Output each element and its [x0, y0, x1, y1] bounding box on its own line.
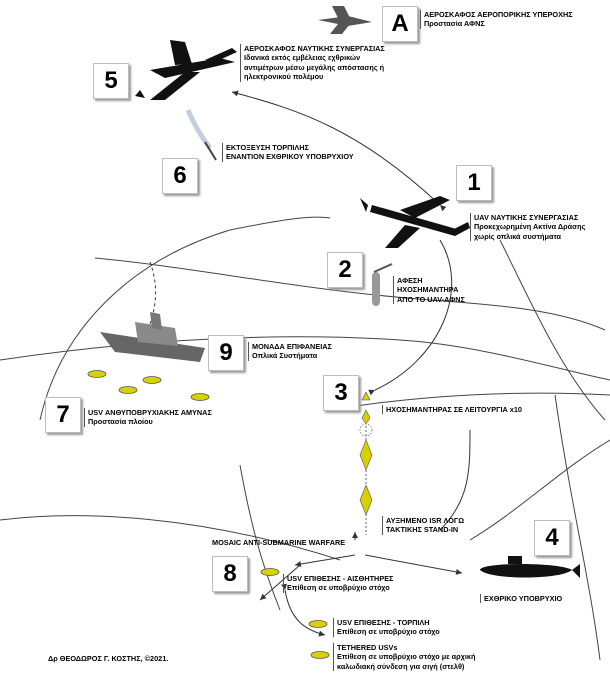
label-tethered-title: TETHERED USVs — [337, 643, 398, 652]
label-torpedo-usv: USV ΕΠΙΘΕΣΗΣ - ΤΟΡΠΙΛΗ Επίθεση σε υποβρύ… — [333, 618, 440, 637]
label-5-title: ΑΕΡΟΣΚΑΦΟΣ ΝΑΥΤΙΚΗΣ ΣΥΝΕΡΓΑΣΙΑΣ — [244, 44, 385, 53]
warship-icon — [100, 312, 205, 362]
step-box-4: 4 — [534, 520, 570, 556]
author-credit-text: Δρ ΘΕΟΔΩΡΟΣ Γ. ΚΟΣΤΗΣ, ©2021. — [48, 654, 169, 663]
step-box-9: 9 — [208, 335, 244, 371]
arrow-isr-bracket — [439, 429, 471, 531]
label-4: ΕΧΘΡΙΚΟ ΥΠΟΒΡΥΧΙΟ — [480, 594, 563, 604]
step-box-1: 1 — [456, 165, 492, 201]
label-3: ΗΧΟΣΗΜΑΝΤΗΡΑΣ ΣΕ ΛΕΙΤΟΥΡΓΙΑ x10 — [382, 405, 522, 415]
label-2-title: ΑΦΕΣΗ — [397, 276, 423, 285]
label-1: UAV ΝΑΥΤΙΚΗΣ ΣΥΝΕΡΓΑΣΙΑΣ Προκεχωρημένη Α… — [470, 213, 586, 242]
label-A-title: ΑΕΡΟΣΚΑΦΟΣ ΑΕΡΟΠΟΡΙΚΗΣ ΥΠΕΡΟΧΗΣ — [424, 10, 573, 19]
label-4-title: ΕΧΘΡΙΚΟ ΥΠΟΒΡΥΧΙΟ — [484, 594, 563, 603]
torpedo-launch-icon — [185, 109, 217, 161]
label-8-title: USV ΕΠΙΘΕΣΗΣ - ΑΙΣΘΗΤΗΡΕΣ — [287, 574, 394, 583]
step-box-3: 3 — [323, 375, 359, 411]
step-box-5: 5 — [93, 63, 129, 99]
label-2: ΑΦΕΣΗ ΗΧΟΣΗΜΑΝΤΗΡΑ ΑΠΟ ΤΟ UAV-ΑΦΝΣ — [393, 276, 465, 305]
label-8-sub: Επίθεση σε υποβρύχιο στόχο — [287, 583, 390, 593]
label-tethered: TETHERED USVs Επίθεση σε υποβρύχιο στόχο… — [333, 643, 476, 672]
label-tethered-sub2: καλωδιακή σύνδεση για σιγή (στελθ) — [337, 661, 465, 671]
label-A-sub: Προστασία ΑΦΝΣ — [424, 19, 485, 29]
label-A: ΑΕΡΟΣΚΑΦΟΣ ΑΕΡΟΠΟΡΙΚΗΣ ΥΠΕΡΟΧΗΣ Προστασί… — [420, 10, 573, 29]
label-1-sub1: Προκεχωρημένη Ακτίνα Δράσης — [474, 222, 586, 232]
arrow-usv-link — [259, 564, 301, 601]
uav-icon — [360, 196, 470, 248]
label-9-title: ΜΟΝΑΔΑ ΕΠΙΦΑΝΕΙΑΣ — [252, 342, 332, 351]
label-tethered-sub1: Επίθεση σε υποβρύχιο στόχο με αρχική — [337, 652, 476, 662]
escort-usv-icons — [87, 370, 210, 401]
step-box-6: 6 — [162, 158, 198, 194]
arrow-to-sub — [364, 554, 463, 575]
step-box-2: 2 — [327, 252, 363, 288]
label-torpedo-usv-sub: Επίθεση σε υποβρύχιο στόχο — [337, 627, 440, 637]
patrol-aircraft-icon — [135, 40, 237, 100]
label-5-sub1: Ιδανικά εκτός εμβέλειας εχθρικών — [244, 53, 361, 63]
label-3-title: ΗΧΟΣΗΜΑΝΤΗΡΑΣ ΣΕ ΛΕΙΤΟΥΡΓΙΑ x10 — [386, 405, 522, 414]
label-2-sub1: ΗΧΟΣΗΜΑΝΤΗΡΑ — [397, 285, 459, 295]
label-8: USV ΕΠΙΘΕΣΗΣ - ΑΙΣΘΗΤΗΡΕΣ Επίθεση σε υπο… — [283, 574, 393, 593]
label-isr-line2: ΤΑΚΤΙΚΗΣ STAND-IN — [386, 525, 459, 535]
arrow-usv-to-torpedo — [281, 583, 326, 637]
step-box-7: 7 — [45, 397, 81, 433]
label-1-sub2: χωρίς οπλικά συστήματα — [474, 231, 562, 241]
label-6: ΕΚΤΟΞΕΥΣΗ ΤΟΡΠΙΛΗΣ ΕΝΑΝΤΙΟΝ ΕΧΘΡΙΚΟΥ ΥΠΟ… — [222, 143, 354, 162]
label-torpedo-usv-title: USV ΕΠΙΘΕΣΗΣ - ΤΟΡΠΙΛΗ — [337, 618, 430, 627]
label-5-sub2: αντιμέτρων μέσω μεγάλης απόστασης ή — [244, 62, 385, 72]
author-credit: Δρ ΘΕΟΔΩΡΟΣ Γ. ΚΟΣΤΗΣ, ©2021. — [48, 654, 168, 663]
label-6-title: ΕΚΤΟΞΕΥΣΗ ΤΟΡΠΙΛΗΣ — [226, 143, 309, 152]
label-2-sub2: ΑΠΟ ΤΟ UAV-ΑΦΝΣ — [397, 294, 465, 304]
label-9: ΜΟΝΑΔΑ ΕΠΙΦΑΝΕΙΑΣ Οπλικά Συστήματα — [248, 342, 332, 361]
label-6-sub: ΕΝΑΝΤΙΟΝ ΕΧΘΡΙΚΟΥ ΥΠΟΒΡΥΧΙΟΥ — [226, 152, 354, 162]
step-box-8: 8 — [212, 556, 248, 592]
label-mosaic-text: MOSAIC ANTI-SUBMARINE WARFARE — [212, 538, 346, 547]
arrow-uav-to-aircraft — [231, 90, 447, 212]
step-box-A: A — [382, 6, 418, 42]
arrow-to-usv8 — [294, 554, 356, 567]
sonobuoy-drop-icon — [372, 263, 393, 306]
attack-usv-icons — [260, 568, 330, 659]
arrow-buoy-to-uav — [368, 239, 453, 396]
label-5-sub3: ηλεκτρονικού πολέμου — [244, 72, 324, 82]
label-mosaic: MOSAIC ANTI-SUBMARINE WARFARE — [212, 538, 345, 547]
fighter-jet-icon — [318, 6, 372, 34]
label-7-sub: Προστασία πλοίου — [88, 417, 153, 427]
label-9-sub: Οπλικά Συστήματα — [252, 351, 318, 361]
label-7-title: USV ΑΝΘΥΠΟΒΡΥΧΙΑΚΗΣ ΑΜΥΝΑΣ — [88, 408, 212, 417]
label-1-title: UAV ΝΑΥΤΙΚΗΣ ΣΥΝΕΡΓΑΣΙΑΣ — [474, 213, 579, 222]
label-isr: ΑΥΞΗΜΕΝΟ ISR ΛΟΓΩ ΤΑΚΤΙΚΗΣ STAND-IN — [382, 516, 464, 535]
enemy-submarine-icon — [480, 556, 580, 578]
label-5: ΑΕΡΟΣΚΑΦΟΣ ΝΑΥΤΙΚΗΣ ΣΥΝΕΡΓΑΣΙΑΣ Ιδανικά … — [240, 44, 385, 82]
label-7: USV ΑΝΘΥΠΟΒΡΥΧΙΑΚΗΣ ΑΜΥΝΑΣ Προστασία πλο… — [84, 408, 212, 427]
sea-surface-lines — [0, 216, 610, 661]
tether-line — [147, 261, 157, 331]
sonobuoy-array-icon — [359, 391, 373, 535]
label-isr-line1: ΑΥΞΗΜΕΝΟ ISR ΛΟΓΩ — [386, 516, 465, 525]
